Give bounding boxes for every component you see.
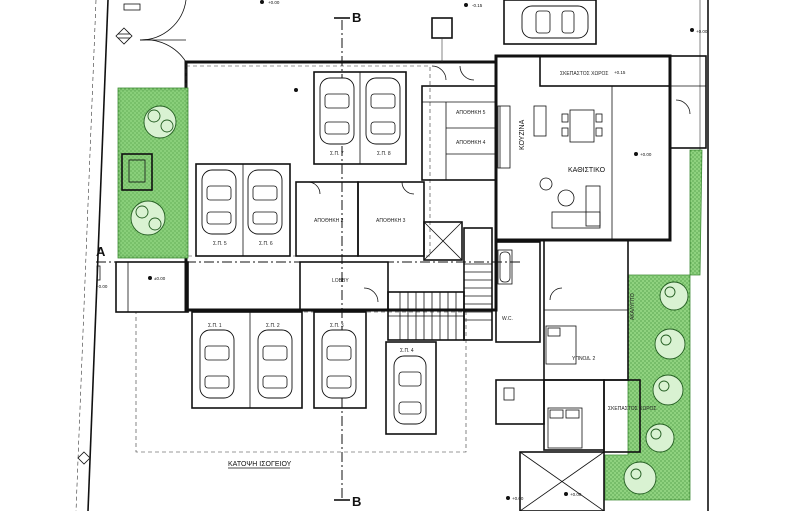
level-4: +0.15: [614, 70, 626, 75]
bathroom-top: [495, 241, 541, 343]
level-pin: [260, 0, 264, 4]
level-5: +0.00: [640, 152, 652, 157]
car-bay-1: [199, 329, 235, 399]
parking-label-7: Σ.Π. 7: [330, 151, 344, 157]
stair-symbol-bottom: [77, 451, 91, 465]
tree-right-1: [659, 281, 689, 311]
road-edge: [75, 0, 97, 511]
uncovered-label: ΑΚΑΛΥΠΤΟ: [630, 293, 636, 320]
parking-label-5: Σ.Π. 5: [213, 241, 227, 247]
car-bay-8: [365, 77, 401, 145]
wc-label: W.C.: [502, 316, 513, 322]
storage-2-label: ΑΠΟΘΗΚΗ 2: [314, 218, 344, 224]
car-bay-3: [321, 329, 357, 399]
car-bay-2: [257, 329, 293, 399]
stair-symbol-top: [115, 27, 133, 45]
kitchen-island: [533, 105, 547, 137]
tree-right-5: [623, 461, 657, 495]
bathroom-bottom: [495, 379, 545, 425]
lift-shaft: [423, 221, 463, 261]
bottom-terrace: [519, 451, 605, 511]
dining-table: [561, 109, 603, 143]
parking-label-3: Σ.Π. 3: [330, 323, 344, 329]
tree-right-2: [654, 328, 686, 360]
covered-label-top: ΣΚΕΠΑΣΤΟΣ ΧΩΡΟΣ: [560, 71, 609, 77]
planter-box: [121, 153, 153, 191]
parking-label-1: Σ.Π. 1: [208, 323, 222, 329]
bed-bedroom2: [545, 325, 577, 365]
level-6: ±0.00: [154, 276, 166, 281]
level-3: +0.00: [696, 29, 708, 34]
covered-annex: [603, 379, 641, 453]
bathtub: [497, 249, 513, 285]
entrance-passage: [115, 261, 189, 313]
car-bay-5: [201, 169, 237, 235]
level-2: -0.15: [472, 3, 483, 8]
covered-label-right: ΣΚΕΠΑΣΤΟΣ ΧΩΡΟΣ: [608, 406, 657, 412]
section-label-a: A: [96, 244, 106, 259]
level-9: +0.00: [96, 284, 108, 289]
car-bay-4: [393, 355, 427, 425]
meter-box: [431, 17, 453, 39]
tree-right-4: [645, 423, 675, 453]
bed-master: [547, 407, 583, 449]
car-bay-6: [247, 169, 283, 235]
tree-left-2: [130, 200, 166, 236]
storage-room-3: [357, 181, 425, 257]
parking-label-6: Σ.Π. 6: [259, 241, 273, 247]
sofa: [539, 177, 601, 229]
section-label-b-bottom: B: [352, 494, 361, 509]
gate-arc-2: [139, 0, 187, 41]
storage-cluster: [421, 85, 497, 181]
section-a-marker: [96, 265, 101, 281]
parking-label-2: Σ.Π. 2: [266, 323, 280, 329]
right-outbuilding: [669, 55, 707, 149]
lobby-label: LOBBY: [332, 278, 349, 284]
storage-4-label: ΑΠΟΘΗΚΗ 4: [456, 140, 486, 146]
gate-arc: [139, 39, 187, 63]
parking-bay-1-2: [191, 311, 303, 409]
planter-inner: [128, 159, 146, 183]
parking-label-4: Σ.Π. 4: [400, 348, 414, 354]
boundary-left: [87, 0, 109, 511]
storage-3-label: ΑΠΟΘΗΚΗ 3: [376, 218, 406, 224]
kitchen-label: ΚΟΥΖΙΝΑ: [519, 119, 526, 150]
parking-bay-4: [385, 341, 437, 435]
parking-bay-3: [313, 311, 367, 409]
level-7: +0.00: [512, 496, 524, 501]
counter: [497, 105, 511, 169]
tree-right-3: [652, 374, 684, 406]
garden-strip-right: [689, 149, 703, 276]
level-8: +0.00: [570, 492, 582, 497]
carport-top-right: [503, 0, 597, 45]
bedroom2-label: ΥΠΝΟΔ. 2: [572, 356, 595, 362]
stair-treads: [388, 292, 464, 340]
storage-5-label: ΑΠΟΘΗΚΗ 5: [456, 110, 486, 116]
lobby-room: [299, 261, 389, 311]
master-bedroom: [543, 379, 605, 451]
level-mark-top-left: [123, 3, 141, 11]
section-label-b-top: B: [352, 10, 361, 25]
tree-left-1: [143, 105, 177, 139]
car-bay-7: [319, 77, 355, 145]
car-top-right: [521, 5, 589, 39]
level-1: +0.00: [268, 0, 280, 5]
ramp-stairs-vertical: [463, 227, 493, 341]
parking-label-8: Σ.Π. 8: [377, 151, 391, 157]
plan-title: ΚΑΤΟΨΗ ΙΣΟΓΕΙΟΥ: [228, 461, 292, 468]
living-label: ΚΑΘΙΣΤΙΚΟ: [568, 167, 606, 174]
